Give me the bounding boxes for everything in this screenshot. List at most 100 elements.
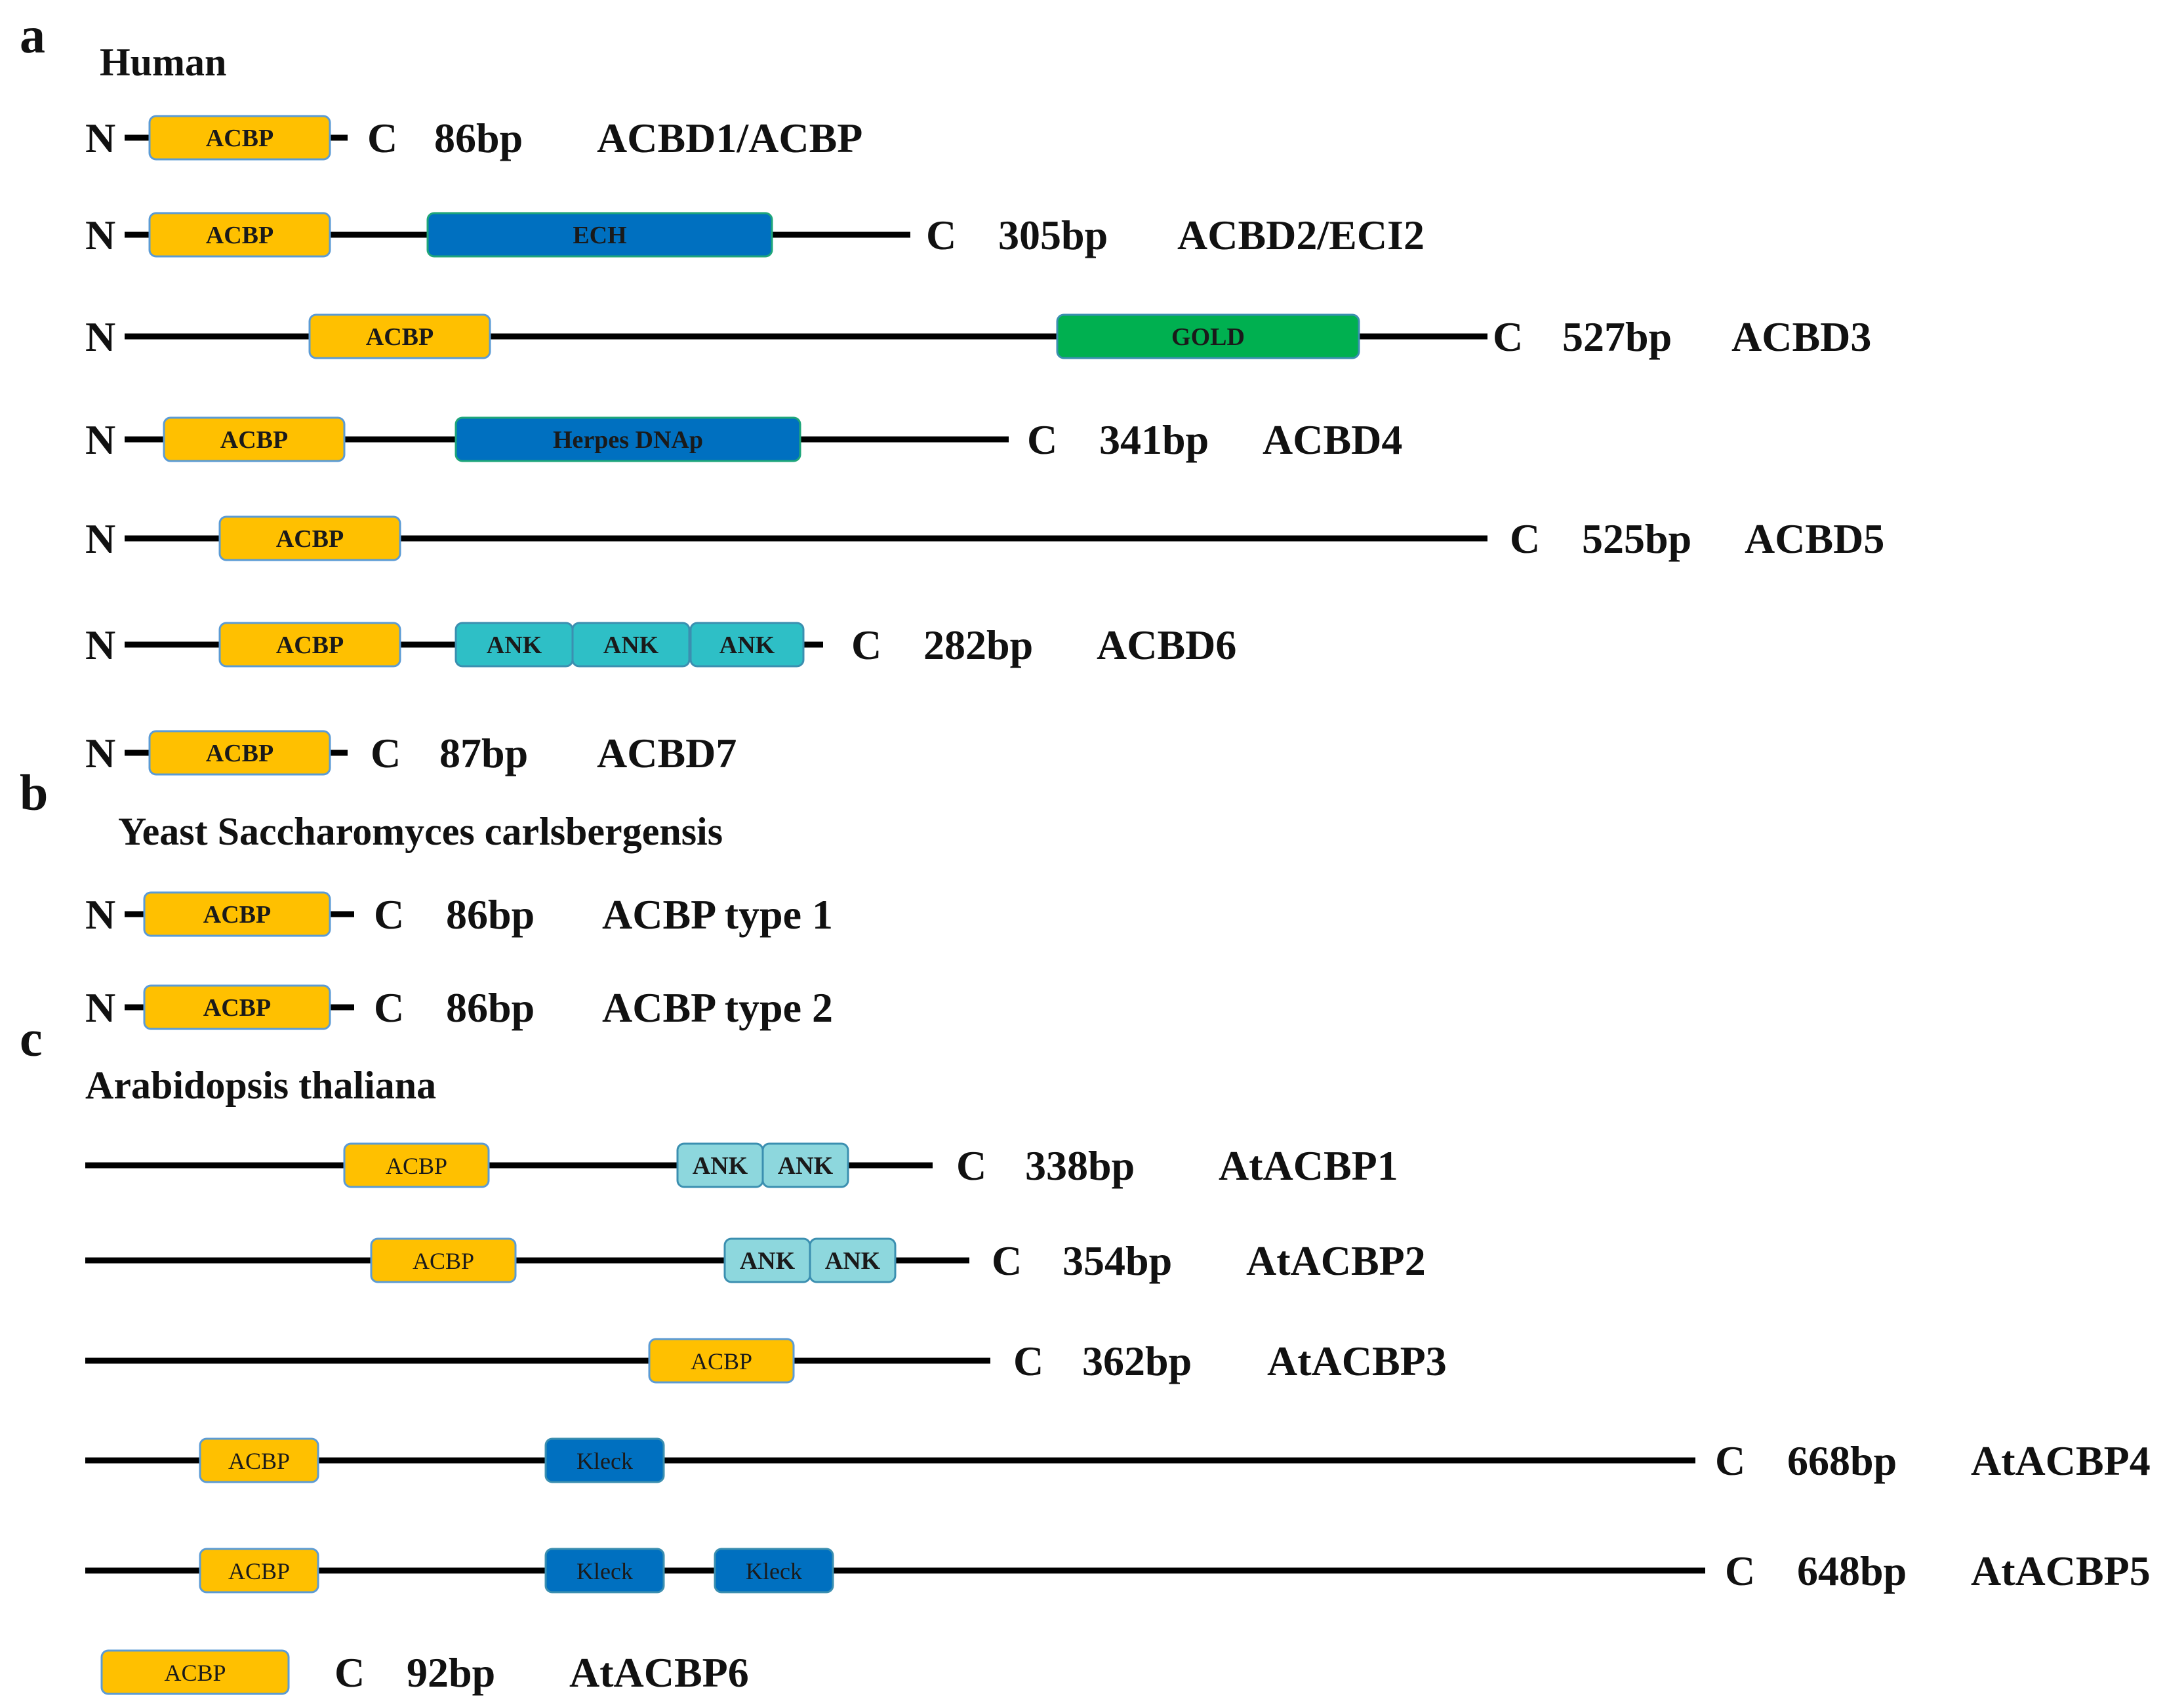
domain-label: ANK [487,632,542,659]
protein-length: 648bp [1797,1548,1907,1594]
domain-acbp [308,313,491,359]
domain-acbp [163,416,346,462]
domain-label: ACBP [366,323,434,351]
n-terminus-label: N [85,515,115,562]
domain-label: Kleck [746,1558,802,1584]
c-terminus-label: C [367,115,397,161]
protein-row: ACBP Kleck Kleck C 648bp AtACBP5 [85,1548,2151,1594]
protein-length: 338bp [1025,1142,1135,1189]
protein-name: ACBD4 [1263,416,1402,463]
n-terminus-label: N [85,730,115,776]
domain-label: ANK [603,632,659,659]
protein-length: 668bp [1787,1437,1897,1484]
protein-name: ACBD7 [597,730,737,776]
protein-name: ACBD3 [1731,313,1871,360]
domain-label: Kleck [576,1448,633,1474]
protein-length: 362bp [1082,1338,1192,1384]
domain-label: ACBP [228,1558,290,1584]
protein-name: ACBP type 2 [602,984,833,1031]
n-terminus-label: N [85,891,115,938]
c-terminus-label: C [956,1142,986,1189]
domain-acbp [218,622,401,668]
domain-label: ACBP [164,1660,226,1686]
domain-ech [426,212,773,258]
protein-name: AtACBP4 [1971,1437,2151,1484]
domain-acbp [370,1237,517,1283]
panel-letter: c [20,1010,43,1067]
c-terminus-label: C [851,622,881,668]
protein-name: AtACBP3 [1267,1338,1447,1384]
domain-ank [571,622,691,668]
protein-row: N ACBP C 86bp ACBP type 1 [85,891,833,938]
domain-kleck [544,1548,665,1594]
domain-acbp [143,984,331,1030]
domain-acbp [148,212,331,258]
domain-label: Kleck [576,1558,633,1584]
protein-name: ACBP type 1 [602,891,833,938]
domain-acbp [218,515,401,561]
c-terminus-label: C [1013,1338,1043,1384]
protein-name: AtACBP5 [1971,1548,2151,1594]
domain-gold [1056,313,1360,359]
n-terminus-label: N [85,212,115,258]
protein-name: AtACBP6 [569,1649,749,1696]
domain-label: ACBP [203,901,271,929]
domain-label: ANK [719,632,775,659]
c-terminus-label: C [992,1237,1022,1284]
c-terminus-label: C [1715,1437,1745,1484]
protein-name: AtACBP1 [1219,1142,1398,1189]
domain-label: ACBP [220,426,288,454]
domain-kleck [544,1437,665,1483]
protein-name: ACBD1/ACBP [597,115,862,161]
domain-label: ACBP [228,1448,290,1474]
panel-title: Human [100,41,226,84]
protein-length: 282bp [923,622,1033,668]
n-terminus-label: N [85,984,115,1031]
protein-length: 305bp [998,212,1108,258]
n-terminus-label: N [85,115,115,161]
n-terminus-label: N [85,416,115,463]
protein-row: ACBP Kleck C 668bp AtACBP4 [85,1437,2151,1484]
c-terminus-label: C [1493,313,1523,360]
c-terminus-label: C [371,730,401,776]
n-terminus-label: N [85,622,115,668]
protein-name: AtACBP2 [1246,1237,1426,1284]
c-terminus-label: C [374,891,404,938]
protein-name: ACBD6 [1097,622,1236,668]
c-terminus-label: C [1725,1548,1755,1594]
domain-acbp [199,1548,319,1594]
domain-label: ACBP [276,525,344,553]
domain-label: ACBP [386,1153,447,1179]
domain-ank-light [809,1237,897,1283]
protein-name: ACBD5 [1745,515,1884,562]
protein-length: 87bp [439,730,528,776]
domain-label: GOLD [1171,323,1245,351]
domain-label: ACBP [413,1248,474,1274]
domain-label: Herpes DNAp [553,426,703,454]
c-terminus-label: C [1510,515,1540,562]
protein-length: 86bp [434,115,523,161]
domain-kleck [714,1548,834,1594]
protein-length: 86bp [446,891,535,938]
panel-title: Arabidopsis thaliana [85,1064,436,1107]
domain-ank-light [761,1142,849,1188]
panel-letter: b [20,764,48,821]
domain-acbp [148,115,331,161]
domain-ank [689,622,805,668]
c-terminus-label: C [926,212,956,258]
protein-length: 527bp [1562,313,1672,360]
